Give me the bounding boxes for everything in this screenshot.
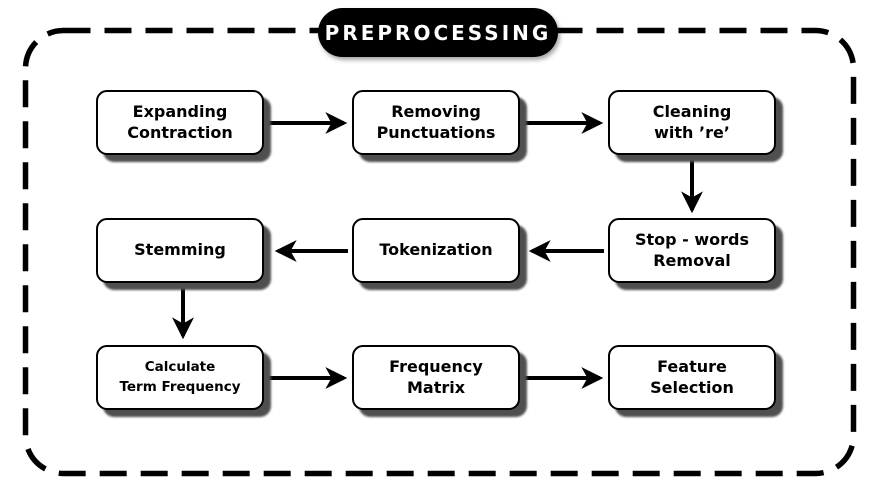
node-label: Cleaning with ’re’ bbox=[652, 101, 732, 142]
node-label: Stemming bbox=[134, 240, 226, 260]
diagram-title-pill: PREPROCESSING bbox=[318, 8, 558, 57]
node-label: Calculate Term Frequency bbox=[119, 358, 241, 395]
node-stemming: Stemming bbox=[96, 218, 264, 283]
node-calculate-term-frequency: Calculate Term Frequency bbox=[96, 345, 264, 410]
node-frequency-matrix: Frequency Matrix bbox=[352, 345, 520, 410]
node-removing-punctuations: Removing Punctuations bbox=[352, 90, 520, 155]
diagram-title: PREPROCESSING bbox=[324, 20, 552, 45]
node-label: Frequency Matrix bbox=[389, 356, 483, 397]
node-tokenization: Tokenization bbox=[352, 218, 520, 283]
node-label: Stop - words Removal bbox=[634, 229, 750, 270]
node-cleaning-with-re: Cleaning with ’re’ bbox=[608, 90, 776, 155]
node-label: Feature Selection bbox=[650, 356, 734, 397]
node-expanding-contraction: Expanding Contraction bbox=[96, 90, 264, 155]
node-feature-selection: Feature Selection bbox=[608, 345, 776, 410]
node-label: Removing Punctuations bbox=[376, 101, 496, 142]
node-label: Expanding Contraction bbox=[127, 101, 233, 142]
node-stop-words-removal: Stop - words Removal bbox=[608, 218, 776, 283]
node-label: Tokenization bbox=[379, 240, 493, 260]
